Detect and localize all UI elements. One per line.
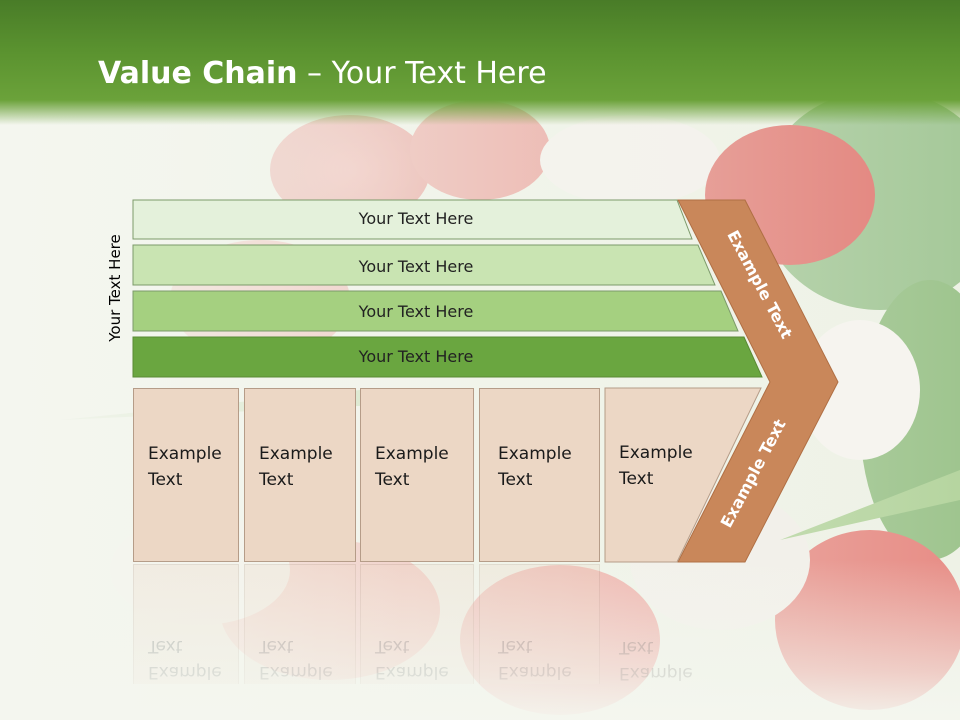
bar-3-shape — [132, 290, 739, 332]
bar-2: Your Text Here — [132, 244, 716, 286]
page-title-rest: – Your Text Here — [297, 56, 547, 91]
bar-2-shape — [132, 244, 716, 286]
page-title-bold: Value Chain — [98, 56, 298, 91]
bar-2-label: Your Text Here — [358, 257, 474, 276]
bar-1: Your Text Here — [132, 199, 693, 240]
bar-3-label: Your Text Here — [358, 302, 474, 321]
title-band — [0, 0, 960, 125]
bar-4: Your Text Here — [132, 336, 763, 378]
bar-4-shape — [132, 336, 763, 378]
reflection-fade — [0, 560, 960, 720]
bar-1-shape — [132, 199, 693, 240]
bar-3: Your Text Here — [132, 290, 739, 332]
bar-4-label: Your Text Here — [358, 347, 474, 366]
bar-1-label: Your Text Here — [358, 209, 474, 228]
page-title: Value Chain – Your Text Here — [98, 56, 547, 91]
